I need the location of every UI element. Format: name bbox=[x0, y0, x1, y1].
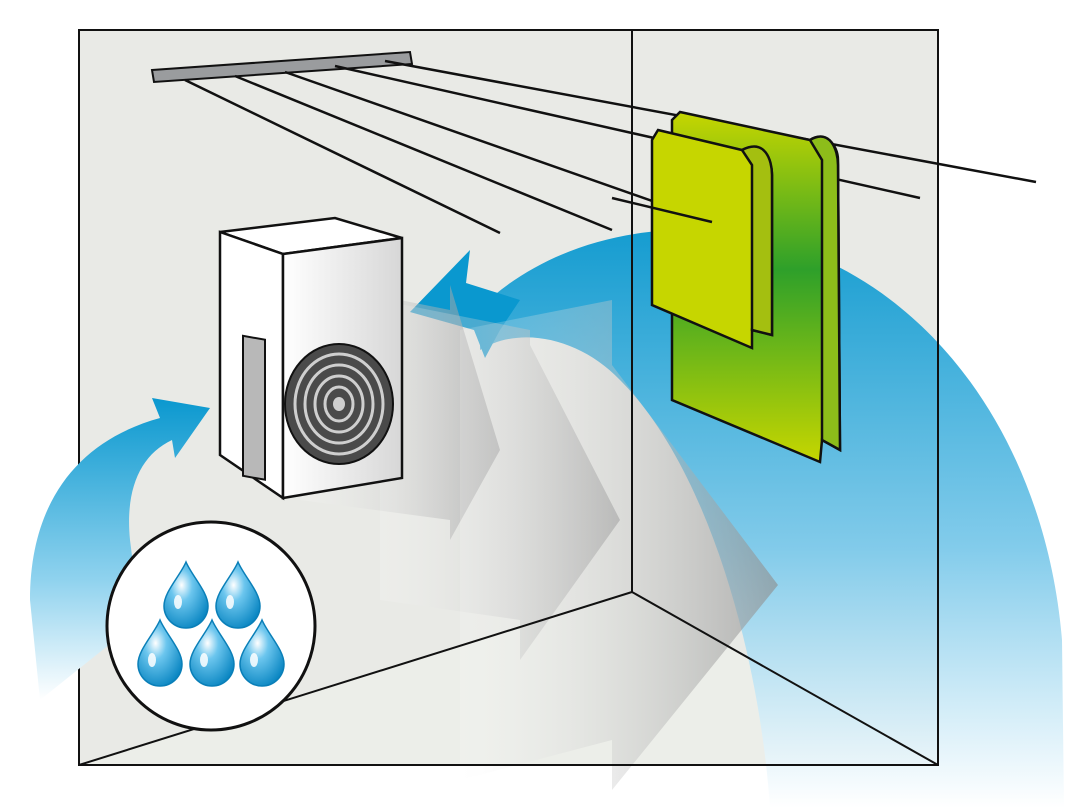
rack-line-3 bbox=[284, 70, 713, 224]
water-drop-highlight bbox=[200, 653, 208, 667]
water-drop bbox=[137, 618, 183, 687]
water-drops-icon bbox=[105, 520, 317, 732]
water-drop-highlight bbox=[250, 653, 258, 667]
dehumidifier-icon bbox=[218, 216, 404, 501]
floor-left-edge bbox=[78, 591, 633, 766]
water-drop-highlight bbox=[226, 595, 234, 609]
rack-bar bbox=[150, 50, 414, 84]
heat-arrow-3 bbox=[460, 300, 778, 790]
towel-rack-line-over bbox=[611, 196, 713, 224]
water-drop-highlight bbox=[148, 653, 156, 667]
water-drop-highlight bbox=[174, 595, 182, 609]
rack-line-2 bbox=[234, 74, 613, 232]
towel-back-fold bbox=[808, 135, 842, 453]
water-drop bbox=[163, 560, 209, 629]
room-edges bbox=[78, 29, 939, 766]
fan-icon bbox=[284, 343, 394, 465]
device-vent bbox=[242, 334, 266, 481]
water-drop bbox=[189, 618, 235, 687]
floor-right-edge bbox=[631, 591, 939, 766]
water-drop bbox=[239, 618, 285, 687]
intake-arrow-icon bbox=[30, 398, 210, 700]
rack-line-1 bbox=[184, 78, 501, 235]
airflow-arrow-icon bbox=[480, 229, 1064, 808]
towel-icon bbox=[611, 110, 842, 464]
towel-front-fold bbox=[740, 145, 774, 337]
room-frame bbox=[78, 29, 939, 766]
water-drop bbox=[215, 560, 261, 629]
